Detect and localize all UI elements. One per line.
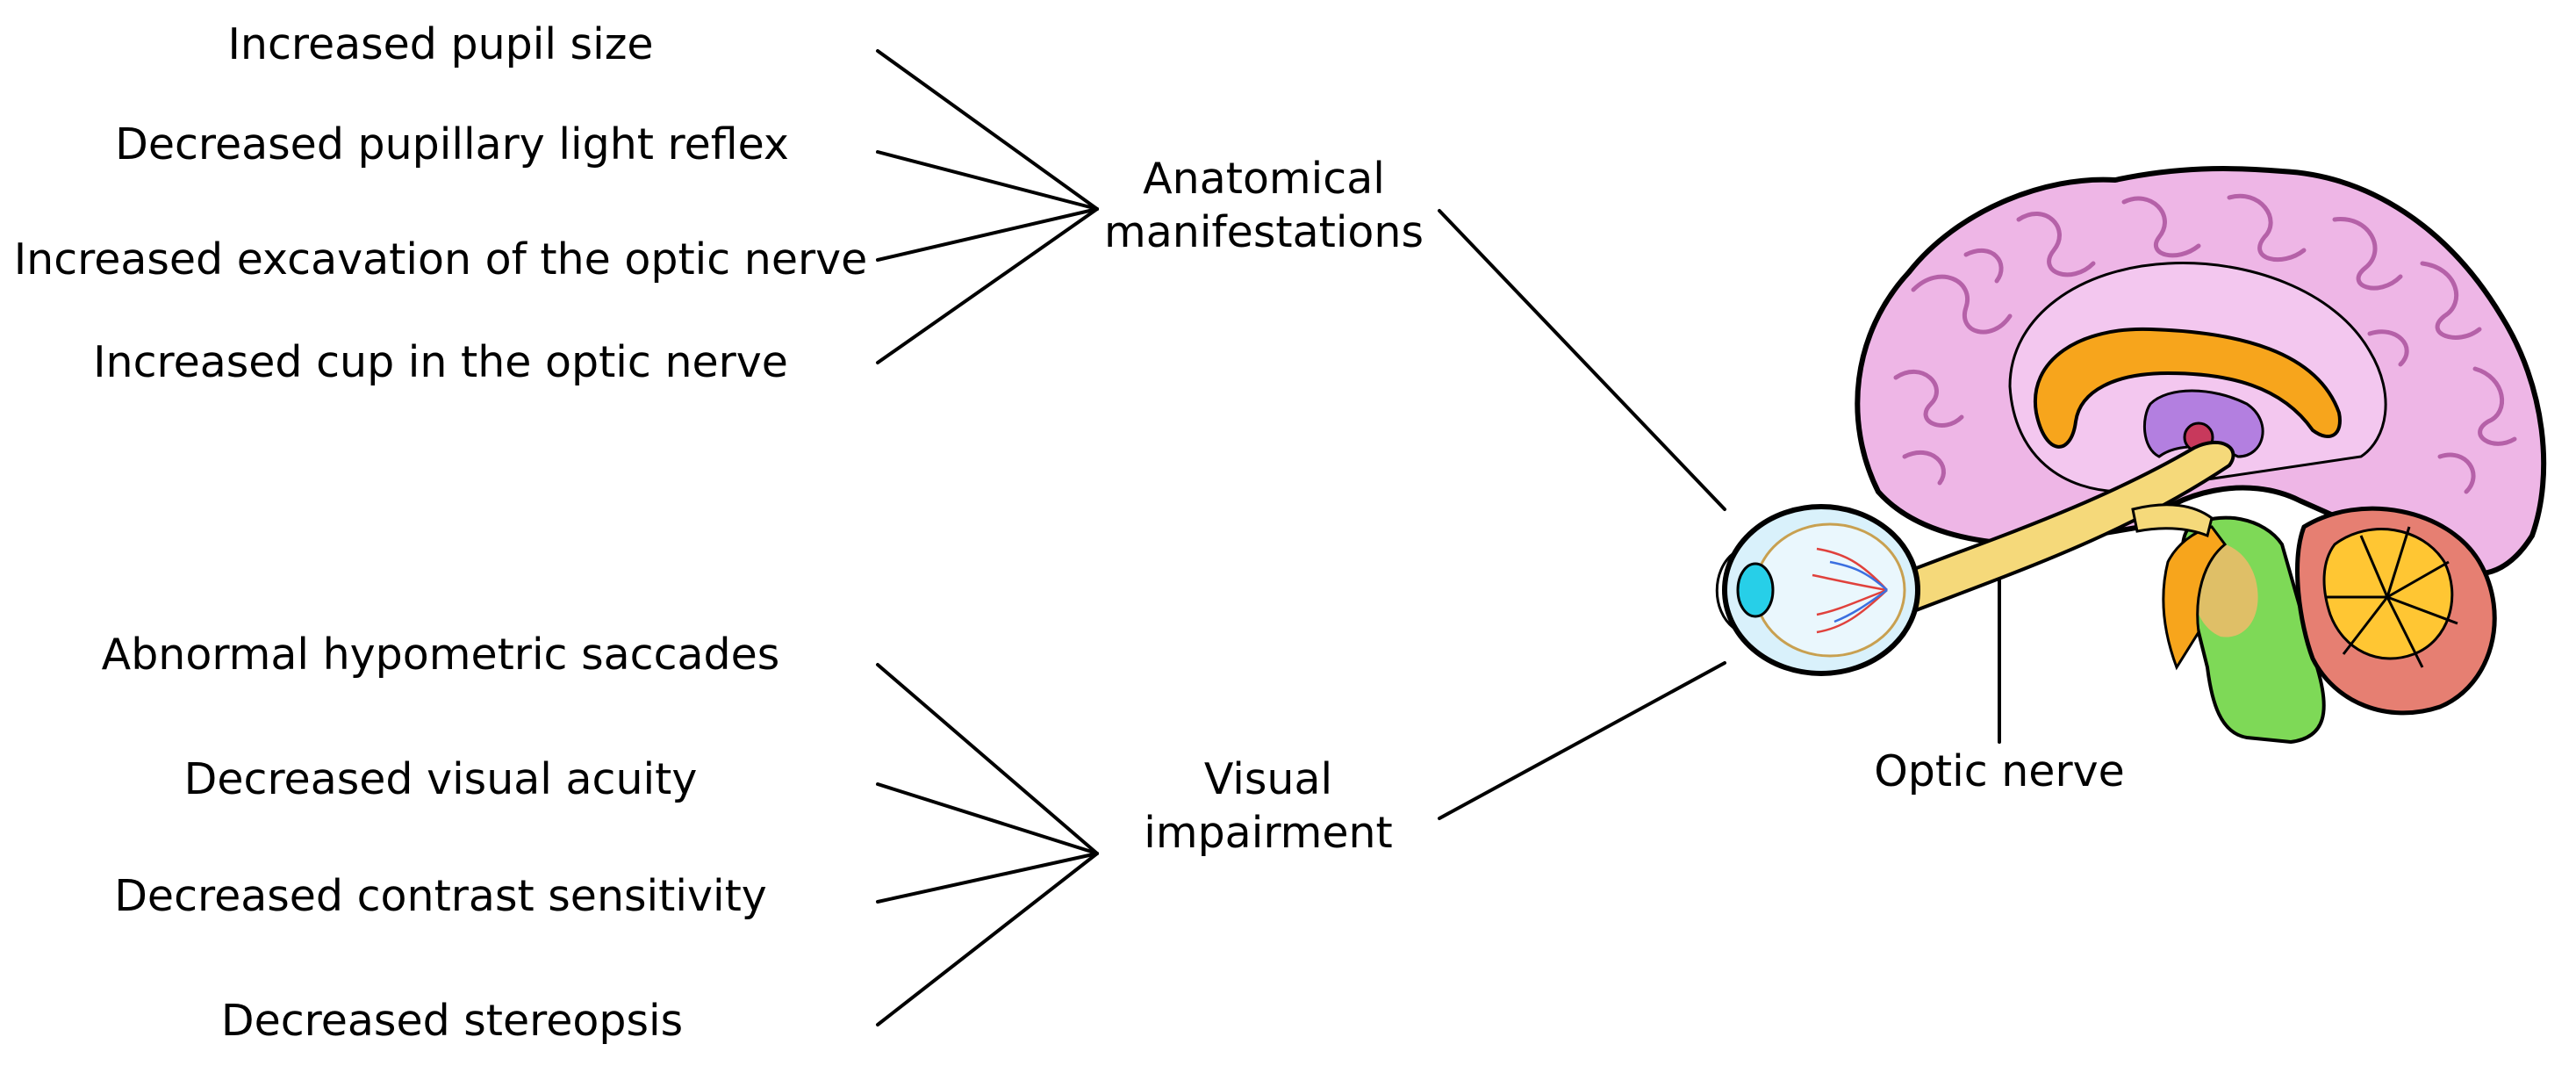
optic-nerve [1884,440,2235,617]
eye-lens [1736,562,1775,618]
anatomical-item: Increased excavation of the optic nerve [13,234,868,284]
connector-line [876,852,1099,1026]
cornea [1715,551,1734,630]
optic-nerve-label: Optic nerve [1874,746,2125,796]
connector-line [876,782,1099,855]
corpus-callosum [2033,327,2342,449]
heading-line: Anatomical [1143,154,1385,204]
cerebellum-folia [2326,526,2458,668]
retina-vessels [1812,547,1888,634]
anatomical-item: Increased pupil size [227,19,654,69]
retina-veins [1829,560,1888,623]
connector-line [876,663,1099,855]
heading-line: Visual [1203,754,1333,804]
anatomical-item: Decreased pupillary light reflex [115,119,789,169]
visual-item: Abnormal hypometric saccades [101,630,780,680]
visual-item: Decreased stereopsis [220,996,684,1046]
visual-item: Decreased visual acuity [183,754,698,804]
cingulate-region [2008,262,2387,493]
connector-line [876,49,1099,211]
visual-item: Decreased contrast sensitivity [114,871,767,921]
connector-line [1438,209,1726,511]
midbrain [2162,525,2228,671]
anatomical-item: Increased cup in the optic nerve [93,337,788,387]
connector-line [876,150,1099,211]
heading-line: impairment [1144,808,1393,859]
optic-tract [2131,503,2214,538]
anatomical-heading: Anatomical manifestations [1104,152,1424,260]
connector-line [1438,661,1726,820]
connector-line [876,207,1099,364]
connector-line [876,207,1099,262]
heading-line: manifestations [1104,207,1424,258]
visual-heading: Visual impairment [1144,753,1393,861]
connector-line [876,852,1099,904]
